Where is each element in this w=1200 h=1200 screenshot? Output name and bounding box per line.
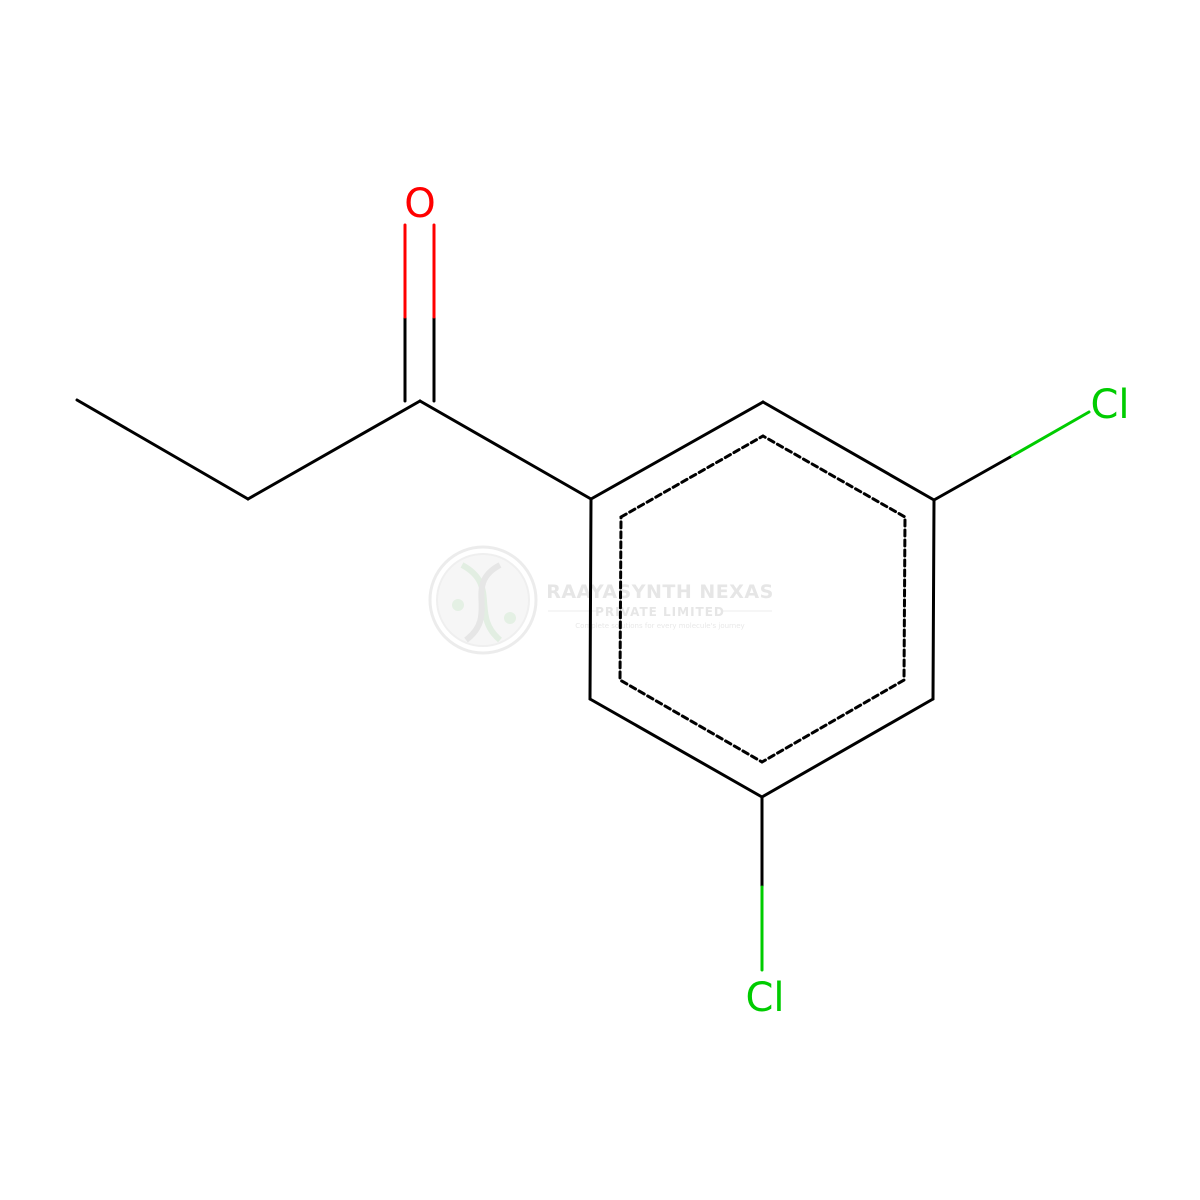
ring-bond-5 <box>588 697 764 799</box>
ring-bond-3 <box>931 498 936 701</box>
watermark-company: RAAYASYNTH NEXAS <box>546 581 774 603</box>
dna-helix-icon <box>428 545 538 655</box>
watermark-subtitle: PRIVATE LIMITED <box>595 605 725 619</box>
bond-ch3-ch2 <box>75 398 250 501</box>
ring-bond-4 <box>760 697 935 799</box>
ring-bond-2 <box>761 400 936 502</box>
bond-carbonyl-ring <box>418 399 593 501</box>
atom-oxygen-label: O <box>404 181 435 227</box>
watermark-tagline: Complete solutions for every molecule's … <box>575 622 744 630</box>
bond-ring-cl-upper-green <box>1010 410 1091 458</box>
bond-ch2-carbonyl <box>246 399 422 501</box>
bond-ring-cl-upper-black <box>932 454 1014 502</box>
watermark: RAAYASYNTH NEXAS PRIVATE LIMITED Complet… <box>428 545 774 655</box>
aromatic-inner-ring <box>618 434 907 764</box>
atom-chlorine-lower-label: Cl <box>745 975 784 1021</box>
atom-labels: O Cl Cl <box>404 181 1129 1021</box>
bonds <box>75 223 1091 972</box>
ring-bond-6 <box>588 497 593 701</box>
atom-chlorine-upper-label: Cl <box>1090 382 1129 428</box>
ring-bond-1 <box>589 400 765 501</box>
